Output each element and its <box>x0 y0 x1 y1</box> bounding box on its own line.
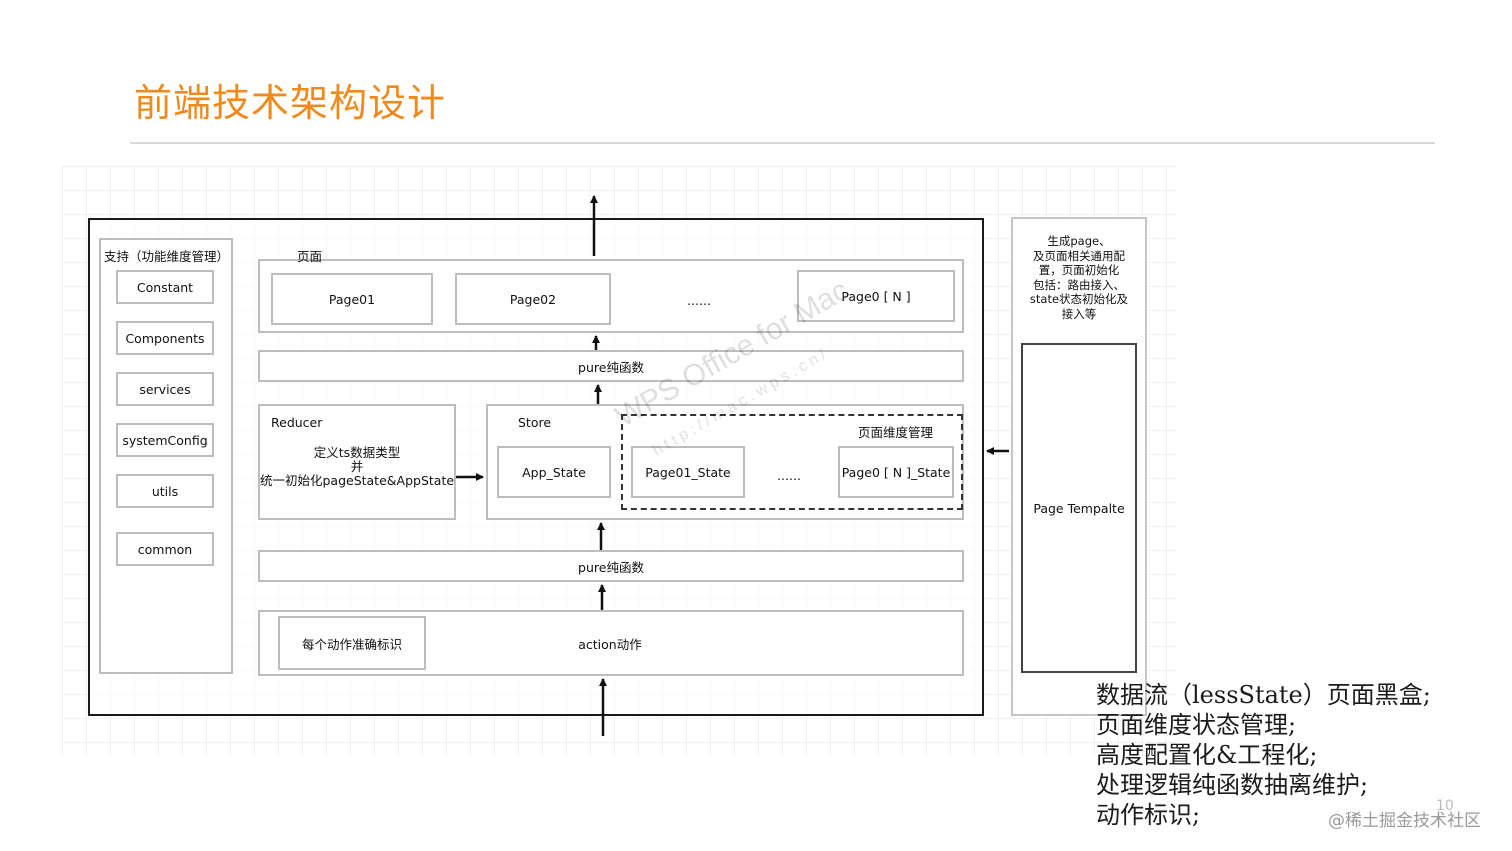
note-item: 动作标识; <box>1096 801 1201 829</box>
pure-function-bottom: pure纯函数 <box>258 550 964 582</box>
action-label: action动作 <box>578 636 642 652</box>
app-state-box: App_State <box>497 446 611 498</box>
action-identifier-box: 每个动作准确标识 <box>278 616 426 670</box>
note-item: 数据流（lessState）页面黑盒; <box>1096 681 1431 709</box>
reducer-panel <box>258 404 456 520</box>
reducer-line3: 统一初始化pageState&AppState <box>259 473 455 488</box>
credit-text: @稀土掘金技术社区 <box>1328 811 1481 831</box>
support-item-common: common <box>116 532 214 566</box>
store-ellipsis: ...... <box>777 467 801 483</box>
support-label: 支持（功能维度管理） <box>104 249 230 264</box>
page-dimension-label: 页面维度管理 <box>858 425 934 440</box>
store-label: Store <box>518 415 552 430</box>
note-item: 高度配置化&工程化; <box>1096 741 1318 769</box>
support-item-services: services <box>116 372 214 406</box>
page-box-page01: Page01 <box>271 273 433 325</box>
description-line: 置，页面初始化 <box>1038 263 1120 277</box>
notes-list: 数据流（lessState）页面黑盒; 页面维度状态管理; 高度配置化&工程化;… <box>1096 680 1431 830</box>
page-template-box: Page Tempalte <box>1021 343 1137 673</box>
support-item-systemconfig: systemConfig <box>116 423 214 457</box>
pages-ellipsis: ...... <box>687 292 711 308</box>
page-box-page02: Page02 <box>455 273 611 325</box>
reducer-line2: 并 <box>350 459 364 474</box>
pagen-state-box: Page0 [ N ]_State <box>838 446 954 498</box>
page-number: 10 <box>1436 798 1454 814</box>
title-divider <box>130 142 1435 144</box>
reducer-label: Reducer <box>271 415 323 430</box>
page-box-pagen: Page0 [ N ] <box>797 270 955 322</box>
description-line: 及页面相关通用配 <box>1033 248 1125 263</box>
page-title: 前端技术架构设计 <box>134 81 447 125</box>
description-line: 生成page、 <box>1047 234 1111 248</box>
page-template-description: 生成page、 及页面相关通用配 置，页面初始化 包括：路由接入、 state状… <box>1016 234 1142 321</box>
note-item: 页面维度状态管理; <box>1096 711 1297 739</box>
page-dimension-group <box>621 414 963 510</box>
support-item-constant: Constant <box>116 270 214 304</box>
page01-state-box: Page01_State <box>631 446 745 498</box>
description-line: state状态初始化及 <box>1029 292 1129 306</box>
support-item-components: Components <box>116 321 214 355</box>
pure-function-top: pure纯函数 <box>258 350 964 382</box>
support-item-utils: utils <box>116 474 214 508</box>
reducer-line1: 定义ts数据类型 <box>313 445 401 460</box>
note-item: 处理逻辑纯函数抽离维护; <box>1096 771 1369 799</box>
pages-label: 页面 <box>297 249 323 264</box>
description-line: 接入等 <box>1061 306 1097 321</box>
description-line: 包括：路由接入、 <box>1033 277 1125 292</box>
